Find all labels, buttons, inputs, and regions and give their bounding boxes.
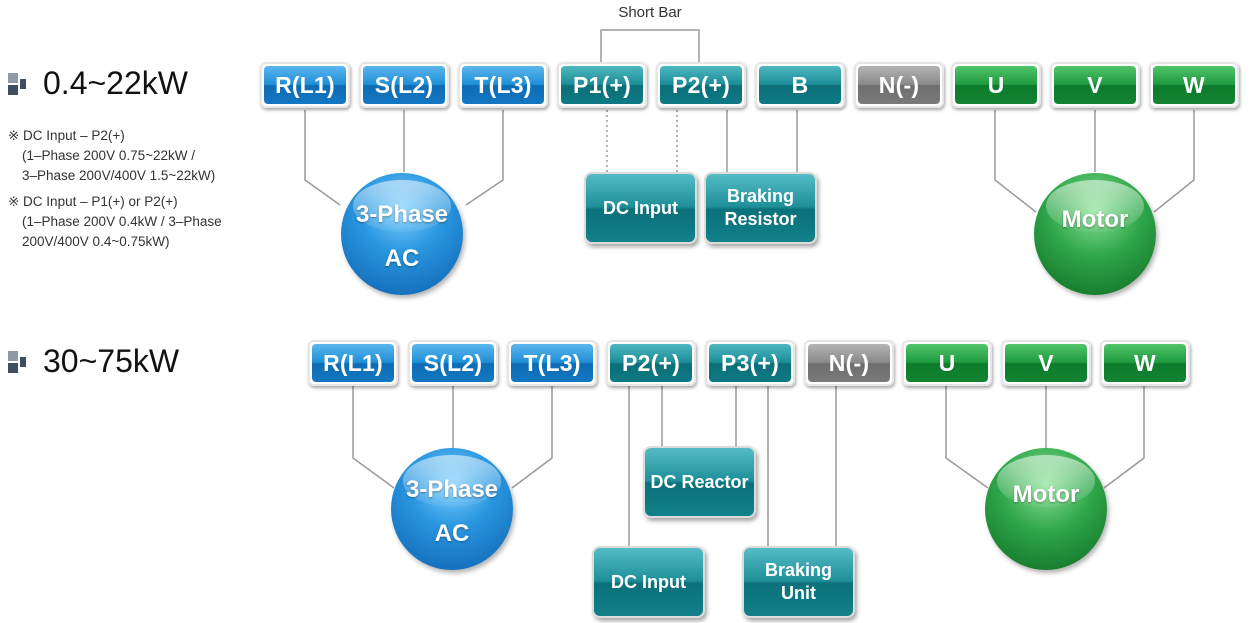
motor-circle-2: Motor [985, 448, 1107, 570]
terminal-label: N(-) [858, 66, 940, 104]
ac-source-label-1: 3-Phase [355, 201, 449, 228]
terminal-v: V [1001, 340, 1091, 386]
braking-unit-line-2: Unit [781, 583, 816, 603]
terminal-t-l3: T(L3) [458, 62, 548, 108]
terminal-label: W [1153, 66, 1235, 104]
terminal-s-l2: S(L2) [408, 340, 498, 386]
terminal-r-l1: R(L1) [260, 62, 350, 108]
terminal-label: R(L1) [312, 344, 394, 382]
section2-title: 30~75kW [43, 343, 180, 379]
terminal-u: U [951, 62, 1041, 108]
terminal-w: W [1149, 62, 1239, 108]
ac-source-circle-2: 3-Phase AC [391, 448, 513, 570]
terminal-label: V [1005, 344, 1087, 382]
ac-source-label-2: AC [384, 245, 420, 272]
terminal-w: W [1100, 340, 1190, 386]
motor-circle-1: Motor [1034, 173, 1156, 295]
braking-unit-line-1: Braking [764, 560, 833, 580]
terminal-s-l2: S(L2) [359, 62, 449, 108]
note-1-line-1: (1–Phase 200V 0.75~22kW / [22, 148, 195, 163]
ac-source-label-2: AC [434, 520, 470, 547]
short-bar-line [600, 29, 700, 62]
dc-input-label: DC Input [611, 571, 686, 592]
dc-input-box-2: DC Input [592, 546, 705, 618]
section2-bullet-icon [8, 351, 26, 373]
note-2: ※ DC Input – P1(+) or P2(+) (1–Phase 200… [8, 192, 278, 252]
dc-reactor-label: DC Reactor [650, 471, 749, 492]
terminal-p1: P1(+) [557, 62, 647, 108]
terminal-p2: P2(+) [656, 62, 746, 108]
dc-input-label: DC Input [603, 197, 678, 218]
dc-reactor-box: DC Reactor [643, 446, 756, 518]
terminal-label: N(-) [808, 344, 890, 382]
ac-source-label-1: 3-Phase [405, 476, 499, 503]
terminal-p3: P3(+) [705, 340, 795, 386]
braking-unit-box: Braking Unit [742, 546, 855, 618]
terminal-r-l1: R(L1) [308, 340, 398, 386]
terminal-label: U [955, 66, 1037, 104]
ac-source-circle-1: 3-Phase AC [341, 173, 463, 295]
terminal-label: B [759, 66, 841, 104]
motor-label: Motor [1061, 206, 1129, 233]
terminal-p2: P2(+) [606, 340, 696, 386]
terminal-label: T(L3) [462, 66, 544, 104]
short-bar-label: Short Bar [618, 4, 682, 21]
terminal-label: S(L2) [363, 66, 445, 104]
terminal-label: V [1054, 66, 1136, 104]
terminal-label: U [906, 344, 988, 382]
terminal-label: S(L2) [412, 344, 494, 382]
terminal-n: N(-) [854, 62, 944, 108]
terminal-b: B [755, 62, 845, 108]
dc-input-box-1: DC Input [584, 172, 697, 244]
braking-resistor-line-2: Resistor [724, 209, 797, 229]
terminal-label: R(L1) [264, 66, 346, 104]
note-2-line-2: 200V/400V 0.4~0.75kW) [22, 234, 170, 249]
braking-resistor-line-1: Braking [726, 186, 795, 206]
section1-bullet-icon [8, 73, 26, 95]
motor-label: Motor [1012, 481, 1080, 508]
terminal-label: T(L3) [511, 344, 593, 382]
note-1-head: ※ DC Input – P2(+) [8, 128, 125, 143]
terminal-v: V [1050, 62, 1140, 108]
terminal-label: P2(+) [660, 66, 742, 104]
section1-title: 0.4~22kW [43, 65, 188, 101]
note-1: ※ DC Input – P2(+) (1–Phase 200V 0.75~22… [8, 126, 278, 186]
terminal-label: P3(+) [709, 344, 791, 382]
note-2-line-1: (1–Phase 200V 0.4kW / 3–Phase [22, 214, 222, 229]
note-2-head: ※ DC Input – P1(+) or P2(+) [8, 194, 178, 209]
terminal-label: W [1104, 344, 1186, 382]
note-1-line-2: 3–Phase 200V/400V 1.5~22kW) [22, 168, 216, 183]
section1-notes: ※ DC Input – P2(+) (1–Phase 200V 0.75~22… [8, 126, 278, 258]
terminal-label: P2(+) [610, 344, 692, 382]
terminal-t-l3: T(L3) [507, 340, 597, 386]
braking-resistor-box: Braking Resistor [704, 172, 817, 244]
terminal-u: U [902, 340, 992, 386]
terminal-n: N(-) [804, 340, 894, 386]
terminal-label: P1(+) [561, 66, 643, 104]
